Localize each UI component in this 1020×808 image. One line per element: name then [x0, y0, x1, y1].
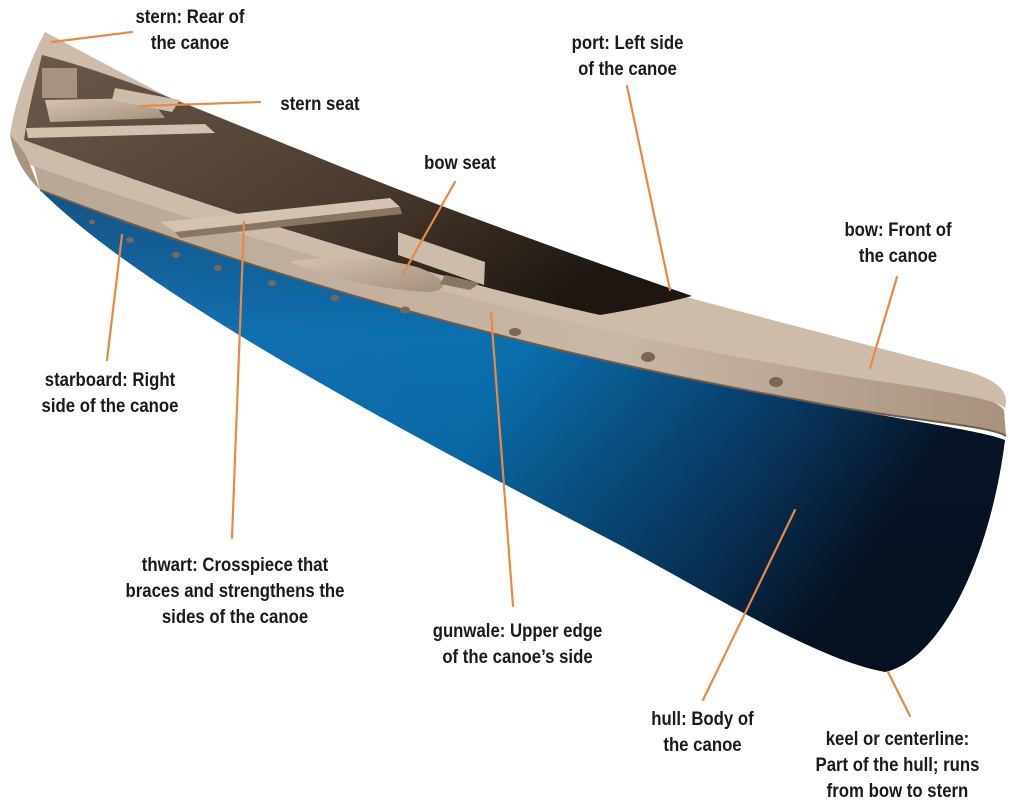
- canoe-interior: [24, 55, 692, 315]
- thwart-shape: [160, 198, 400, 232]
- label-keel: keel or centerline: Part of the hull; ru…: [815, 728, 980, 802]
- leader-bow: [868, 275, 899, 370]
- label-bow-seat: bow seat: [424, 152, 496, 174]
- label-stern-seat: stern seat: [280, 93, 360, 115]
- leader-stern: [50, 30, 134, 44]
- leader-stern-seat: [138, 100, 262, 108]
- leader-gunwale: [489, 311, 515, 608]
- label-bow: bow: Front of the canoe: [844, 219, 952, 267]
- label-stern: stern: Rear of the canoe: [135, 6, 245, 54]
- leader-keel: [886, 670, 912, 718]
- gunwale-rivets: [89, 219, 783, 387]
- gunwale-band: [30, 150, 1006, 436]
- label-starboard: starboard: Right side of the canoe: [41, 369, 179, 417]
- label-hull: hull: Body of the canoe: [651, 708, 754, 756]
- leader-lines: [50, 30, 912, 718]
- label-thwart: thwart: Crosspiece that braces and stren…: [125, 554, 345, 628]
- leader-bow-seat: [401, 180, 457, 276]
- leader-hull: [701, 508, 797, 702]
- bow-seat-shape: [290, 257, 444, 292]
- leader-thwart: [230, 220, 246, 540]
- label-port: port: Left side of the canoe: [571, 32, 684, 80]
- label-gunwale: gunwale: Upper edge of the canoe’s side: [432, 620, 603, 668]
- leader-port: [625, 84, 672, 292]
- leader-starboard: [105, 233, 124, 362]
